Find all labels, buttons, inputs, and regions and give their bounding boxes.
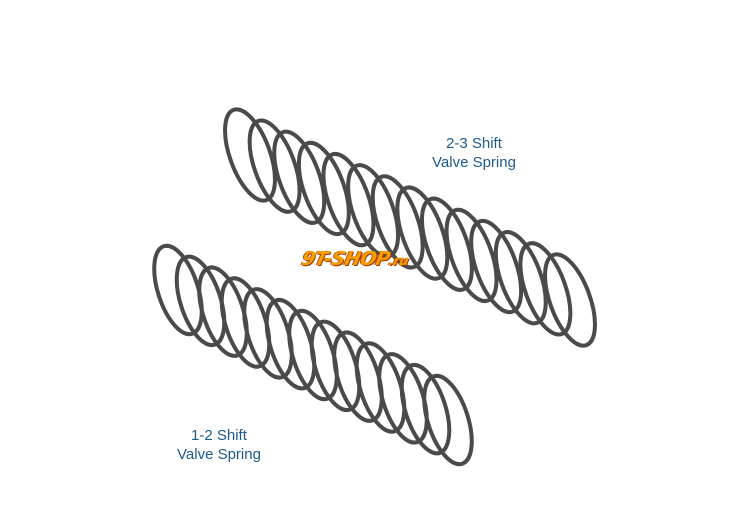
spring-coil	[197, 265, 249, 358]
spring-coil	[493, 230, 548, 326]
spring-coil	[219, 276, 272, 369]
spring-coil	[247, 118, 302, 214]
spring-coil	[296, 140, 351, 237]
watermark-logo: 9T-SHOP.ru	[300, 248, 411, 270]
label-line: Valve Spring	[177, 446, 261, 463]
spring-coil	[395, 185, 450, 281]
spring-coil	[242, 287, 294, 380]
label-line: 1-2 Shift	[191, 427, 247, 444]
spring-2-3	[223, 107, 597, 348]
spring-coil	[469, 218, 524, 315]
label-line: 2-3 Shift	[446, 135, 502, 152]
spring-coil	[272, 129, 327, 225]
spring-coil	[354, 341, 407, 434]
spring-coil	[422, 373, 474, 467]
spring-coil	[346, 163, 401, 259]
spring-coil	[309, 319, 362, 413]
spring-coil	[518, 241, 573, 337]
spring-coil	[399, 362, 452, 456]
logo-suffix: .ru	[387, 254, 410, 269]
spring-coil	[321, 151, 376, 248]
label-2-3-shift-valve-spring: 2-3 Shift Valve Spring	[432, 134, 516, 172]
spring-coil	[377, 352, 429, 445]
label-1-2-shift-valve-spring: 1-2 Shift Valve Spring	[177, 426, 261, 464]
spring-1-2	[152, 243, 474, 467]
spring-coil	[332, 330, 384, 423]
spring-coil	[419, 196, 474, 292]
spring-coil	[223, 107, 277, 203]
spring-coil	[174, 254, 227, 348]
spring-coil	[543, 252, 597, 348]
label-line: Valve Spring	[432, 154, 516, 171]
spring-coil	[264, 297, 317, 391]
spring-coil	[444, 207, 499, 304]
spring-coil	[287, 308, 339, 402]
spring-coil	[152, 243, 204, 337]
spring-coil	[370, 174, 425, 270]
logo-text: 9T-SHOP	[299, 248, 392, 270]
